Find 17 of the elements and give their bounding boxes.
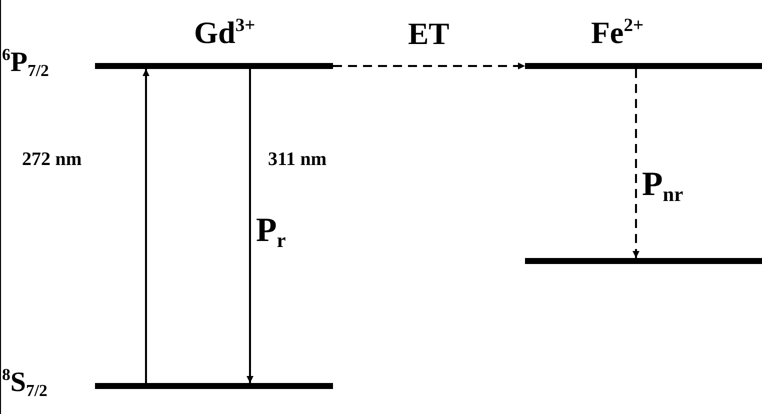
ion-label: Fe$^{2+}$ xyxy=(591,17,644,48)
arrow xyxy=(333,62,525,70)
energy-level-bar xyxy=(95,383,333,389)
edge-label: P$_{nr}$ xyxy=(642,168,684,206)
arrow xyxy=(632,69,640,258)
term-symbol: $^{8}$S$_{7/2}$ xyxy=(2,366,48,400)
energy-level-bar xyxy=(525,63,762,69)
edge-label: ET xyxy=(408,18,450,49)
energy-level-bar xyxy=(525,258,762,264)
arrow xyxy=(142,69,150,383)
energy-level-bar xyxy=(95,63,333,69)
arrow xyxy=(246,69,254,383)
edge-label: 272 nm xyxy=(22,150,82,169)
edge-label: 311 nm xyxy=(268,150,327,169)
process-label: P$_{r}$ xyxy=(256,214,286,252)
term-symbol: $^{6}$P$_{7/2}$ xyxy=(2,46,49,80)
ion-label: Gd$^{3+}$ xyxy=(194,17,256,48)
